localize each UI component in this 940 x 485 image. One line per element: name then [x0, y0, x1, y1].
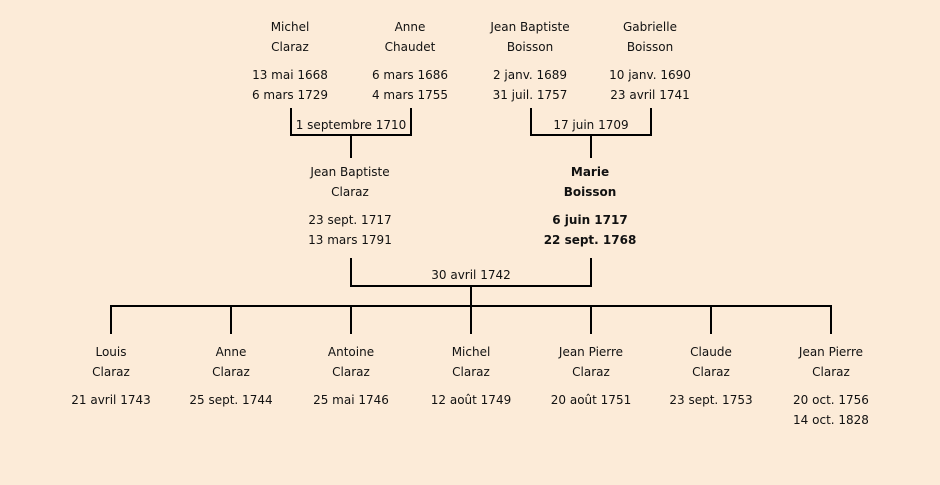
person-jean-baptiste-claraz[interactable]: Jean Baptiste Claraz 23 sept. 1717 13 ma…	[280, 162, 420, 250]
birth-date: 6 juin 1717	[552, 213, 628, 227]
birth-date: 6 mars 1686	[371, 68, 449, 82]
last-name: Claraz	[692, 365, 730, 379]
last-name: Claraz	[332, 365, 370, 379]
child-jean-pierre-claraz-1751[interactable]: Jean Pierre Claraz 20 août 1751	[521, 342, 661, 410]
first-name: Anne	[394, 20, 426, 34]
birth-date: 20 oct. 1756	[793, 393, 869, 407]
birth-date: 13 mai 1668	[252, 68, 328, 82]
child-michel-claraz[interactable]: Michel Claraz 12 août 1749	[401, 342, 541, 410]
birth-date: 23 sept. 1717	[308, 213, 392, 227]
person-marie-boisson-selected[interactable]: Marie Boisson 6 juin 1717 22 sept. 1768	[520, 162, 660, 250]
birth-date: 10 janv. 1690	[609, 68, 691, 82]
child-anne-claraz[interactable]: Anne Claraz 25 sept. 1744	[161, 342, 301, 410]
person-anne-chaudet[interactable]: Anne Chaudet 6 mars 1686 4 mars 1755	[340, 17, 480, 105]
death-date: 4 mars 1755	[371, 88, 449, 102]
first-name: Michel	[270, 20, 310, 34]
first-name: Antoine	[327, 345, 375, 359]
first-name: Claude	[690, 345, 732, 359]
first-name: Jean Baptiste	[310, 165, 390, 179]
first-name: Louis	[95, 345, 127, 359]
child-louis-claraz[interactable]: Louis Claraz 21 avril 1743	[41, 342, 181, 410]
first-name: Michel	[451, 345, 491, 359]
person-jean-baptiste-boisson[interactable]: Jean Baptiste Boisson 2 janv. 1689 31 ju…	[460, 17, 600, 105]
last-name: Claraz	[812, 365, 850, 379]
last-name: Chaudet	[384, 40, 436, 54]
last-name: Boisson	[563, 185, 617, 199]
death-date: 22 sept. 1768	[543, 233, 637, 247]
death-date: 6 mars 1729	[251, 88, 329, 102]
birth-date: 23 sept. 1753	[669, 393, 753, 407]
child-claude-claraz[interactable]: Claude Claraz 23 sept. 1753	[641, 342, 781, 410]
first-name: Marie	[570, 165, 610, 179]
birth-date: 2 janv. 1689	[492, 68, 568, 82]
birth-date: 25 mai 1746	[313, 393, 389, 407]
last-name: Claraz	[92, 365, 130, 379]
person-gabrielle-boisson[interactable]: Gabrielle Boisson 10 janv. 1690 23 avril…	[580, 17, 720, 105]
person-michel-claraz[interactable]: Michel Claraz 13 mai 1668 6 mars 1729	[220, 17, 360, 105]
last-name: Claraz	[212, 365, 250, 379]
first-name: Anne	[215, 345, 247, 359]
marriage-date-claraz-chaudet: 1 septembre 1710	[295, 118, 407, 132]
death-date: 31 juil. 1757	[492, 88, 568, 102]
child-antoine-claraz[interactable]: Antoine Claraz 25 mai 1746	[281, 342, 421, 410]
last-name: Claraz	[331, 185, 369, 199]
last-name: Boisson	[506, 40, 554, 54]
first-name: Gabrielle	[623, 20, 677, 34]
birth-date: 20 août 1751	[550, 393, 632, 407]
child-jean-pierre-claraz-1756[interactable]: Jean Pierre Claraz 20 oct. 1756 14 oct. …	[761, 342, 901, 430]
death-date: 14 oct. 1828	[793, 413, 869, 427]
last-name: Claraz	[271, 40, 309, 54]
death-date: 13 mars 1791	[308, 233, 392, 247]
first-name: Jean Pierre	[558, 345, 624, 359]
last-name: Claraz	[572, 365, 610, 379]
death-date: 23 avril 1741	[610, 88, 690, 102]
birth-date: 25 sept. 1744	[189, 393, 273, 407]
last-name: Claraz	[452, 365, 490, 379]
birth-date: 21 avril 1743	[71, 393, 151, 407]
first-name: Jean Baptiste	[490, 20, 570, 34]
marriage-date-boisson: 17 juin 1709	[553, 118, 629, 132]
last-name: Boisson	[626, 40, 674, 54]
marriage-date-parents: 30 avril 1742	[431, 268, 511, 282]
birth-date: 12 août 1749	[430, 393, 512, 407]
first-name: Jean Pierre	[798, 345, 864, 359]
